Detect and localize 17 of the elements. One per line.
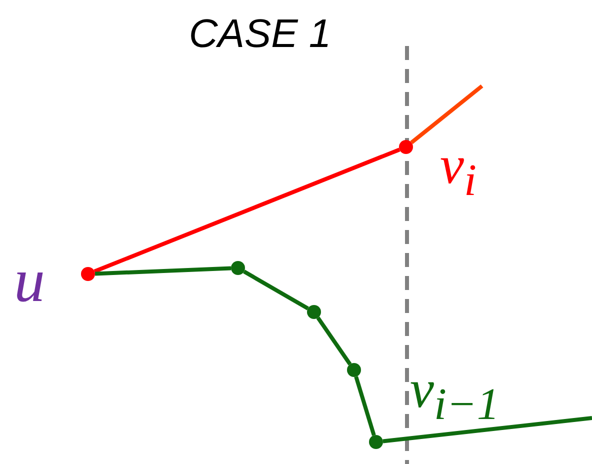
line-segment (382, 416, 592, 444)
point-label: v$_{i−1}$ (410, 362, 500, 427)
point-marker (231, 261, 245, 275)
point-marker (369, 435, 383, 449)
connecting-line (354, 376, 376, 436)
connecting-line (94, 148, 400, 274)
point-marker (81, 267, 95, 281)
point-label: v$_{i}$ (440, 138, 476, 203)
point-label: u (14, 250, 45, 312)
connecting-line (243, 270, 309, 310)
line-segment (410, 84, 484, 144)
point-marker (347, 363, 361, 377)
title: CASE 1 (188, 12, 332, 57)
point-marker (307, 305, 321, 319)
connecting-line (94, 266, 232, 276)
connecting-line (316, 316, 352, 366)
point-marker (399, 140, 413, 154)
